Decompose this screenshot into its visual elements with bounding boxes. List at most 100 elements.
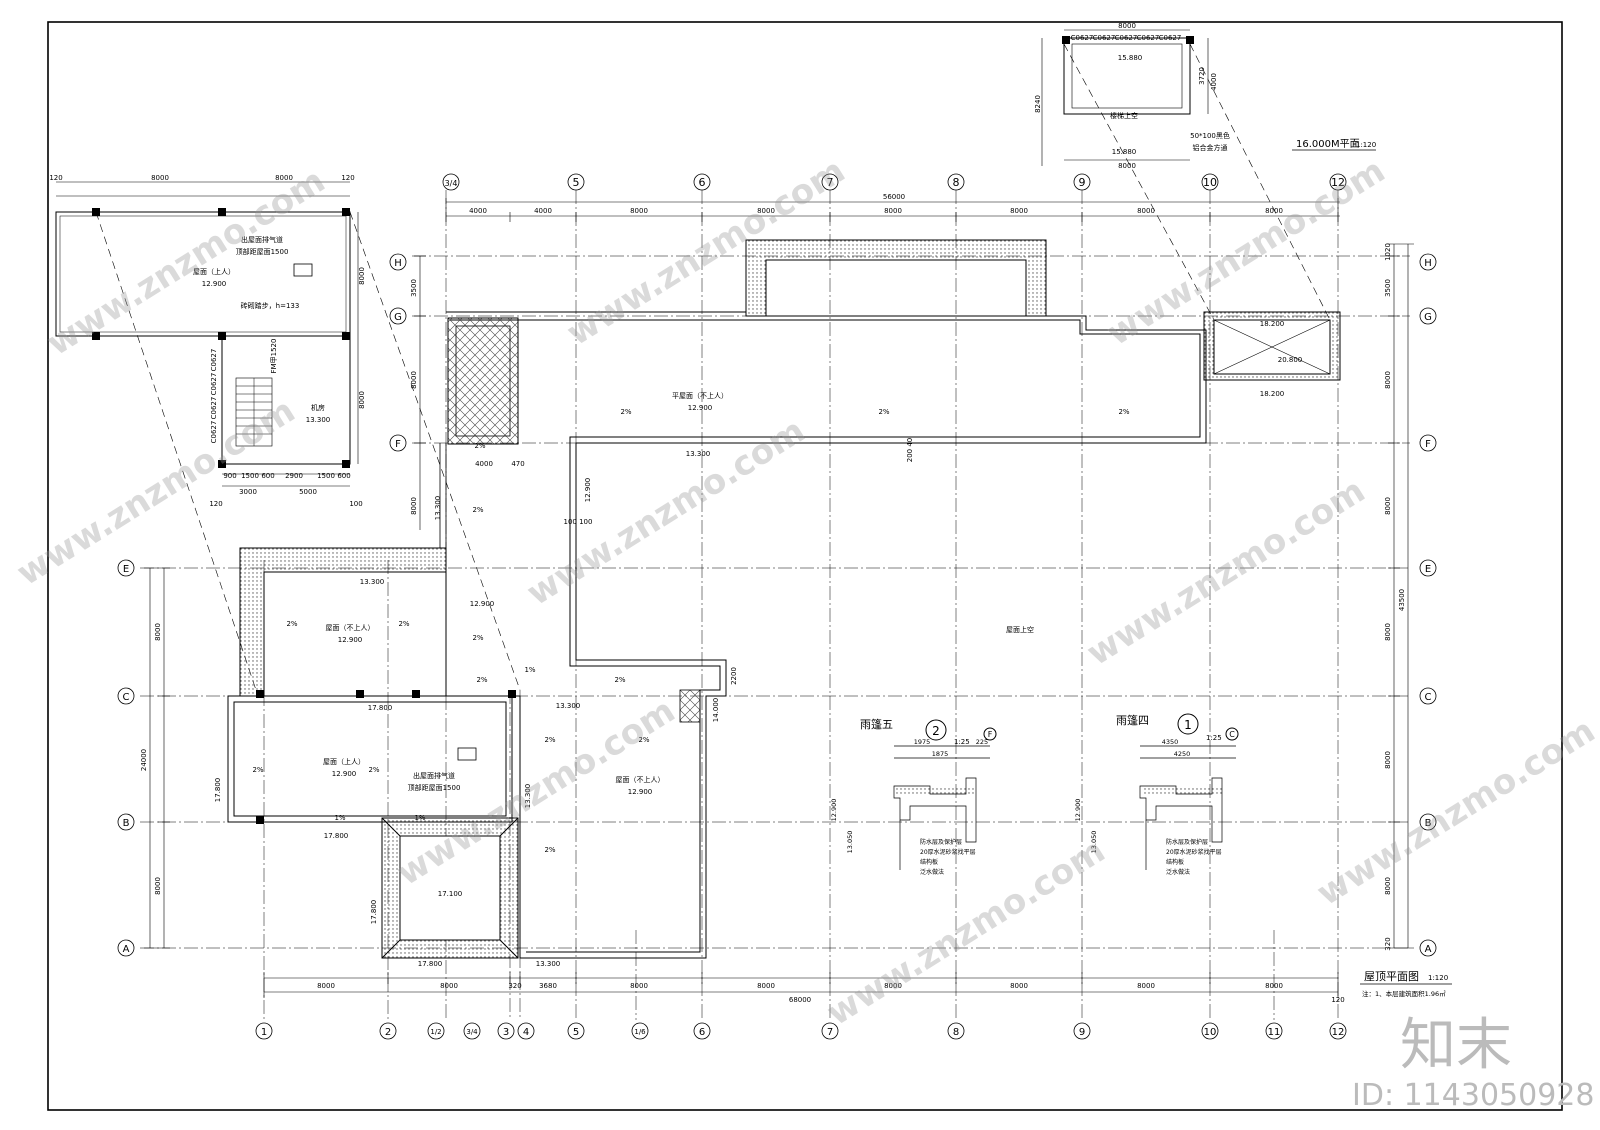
detail-note: 泛水做法 <box>920 868 944 876</box>
dim-2200: 2200 <box>730 667 738 685</box>
columns <box>256 690 516 824</box>
axis-label-top: 8 <box>953 176 960 189</box>
axis-bubble-top <box>821 173 839 191</box>
axis-label-left: H <box>394 258 402 269</box>
dim-right: 320 <box>1384 937 1392 950</box>
top-inset-window: C0627 <box>1093 34 1116 42</box>
dim-bottom-total: 68000 <box>789 996 811 1004</box>
dim-top: 4000 <box>469 207 487 215</box>
slope: 2% <box>544 846 555 854</box>
inset-bottom-dim: 1500 <box>241 472 259 480</box>
slope-1: 1% <box>524 666 535 674</box>
dim-right: 3500 <box>1384 279 1392 297</box>
right-axis <box>1419 253 1437 957</box>
axis-label-bottom: 10 <box>1204 1027 1217 1038</box>
axis-label-bottom: 5 <box>573 1027 579 1038</box>
slope: 2% <box>620 408 631 416</box>
stair-shaft-roof <box>447 317 519 445</box>
left-wing-lower <box>227 695 513 823</box>
inset-bottom-dim: 600 <box>337 472 350 480</box>
dim-bottom: 8000 <box>757 982 775 990</box>
parapet-17800: 17.800 <box>418 960 443 968</box>
axis-label-top: 12 <box>1331 176 1345 189</box>
detail-note: 防水层及保护层 <box>1166 838 1208 846</box>
axis-label-left: A <box>123 944 130 955</box>
slope: 2% <box>614 676 625 684</box>
top-dimension-lines <box>445 198 1340 222</box>
axis-label-right: A <box>1425 944 1432 955</box>
detail-number-bubble <box>925 719 947 741</box>
axis-bubble-right <box>1419 813 1437 831</box>
elev-13300: 13.300 <box>360 578 385 586</box>
dim-left-total: 24000 <box>140 749 148 771</box>
axis-label-right: G <box>1424 312 1432 323</box>
detail-canopy-4: 雨篷四 1 1:25 C 4350 4250 12.900 13.050 防水层… <box>1074 713 1239 876</box>
left-wing-upper <box>239 547 447 697</box>
axis-label-bottom: 8 <box>953 1027 959 1038</box>
top-inset-depth: 8240 <box>1034 95 1042 113</box>
left-dimension-lines <box>144 255 426 949</box>
detail-note: 20厚水泥砂浆找平层 <box>920 848 976 856</box>
dim-bottom: 8000 <box>440 982 458 990</box>
detail-title: 雨篷四 <box>1116 713 1149 727</box>
dim-left: 8000 <box>154 877 162 895</box>
dim-right: 1020 <box>1384 243 1392 261</box>
axis-bubble-bottom <box>379 1022 397 1040</box>
roof-void-label: 屋面上空 <box>1006 625 1034 634</box>
slope: 2% <box>368 766 379 774</box>
axis-label-top: 6 <box>699 176 706 189</box>
axis-bubble-bottom <box>497 1022 515 1040</box>
axis-bubble-right <box>1419 307 1437 325</box>
top-inset-window: C0627 <box>1071 34 1094 42</box>
axis-bubble-bottom <box>1201 1022 1219 1040</box>
detail-elev: 13.050 <box>846 831 854 854</box>
dim-bottom: 320 <box>508 982 521 990</box>
axis-bubble-top <box>442 173 460 191</box>
inset-roof-label: 屋面（上人） <box>193 267 235 276</box>
dim-top: 8000 <box>1010 207 1028 215</box>
lower-parapet-box <box>381 817 519 959</box>
dim-top: 8000 <box>884 207 902 215</box>
elev-12900: 12.900 <box>584 478 592 503</box>
plan-scale: 1:120 <box>1428 974 1448 982</box>
detail-dim: 1875 <box>932 750 949 758</box>
inset-window: C0627 <box>210 397 218 420</box>
axis-bubble-left <box>389 253 407 271</box>
top-inset-window: C0627 <box>1159 34 1182 42</box>
axis-label-top: 10 <box>1203 176 1217 189</box>
axis-bubble-right <box>1419 434 1437 452</box>
vent-symbol <box>457 747 477 761</box>
detail-elev: 13.050 <box>1090 831 1098 854</box>
left-axis <box>117 253 407 957</box>
roof-walk-elev: 12.900 <box>332 770 357 778</box>
inset-bottom-dim: 1500 <box>317 472 335 480</box>
axis-label-bottom: 2 <box>385 1027 391 1038</box>
axis-label-top: 9 <box>1079 176 1086 189</box>
top-inset-rail: 铝合金方通 <box>1193 143 1228 152</box>
stair-roof-elev: 18.200 <box>1260 390 1285 398</box>
main-roof-outline <box>446 311 1207 959</box>
detail-axis: F <box>988 730 993 739</box>
inset-step-label: 砖砌踏步，h=133 <box>241 301 300 310</box>
top-inset-window: C0627 <box>1137 34 1160 42</box>
top-inset-dim: 3720 <box>1198 67 1206 85</box>
axis-bubble-left <box>389 307 407 325</box>
dim-top: 4000 <box>534 207 552 215</box>
top-inset-void: 楼梯上空 <box>1110 111 1138 120</box>
inset-bottom-dim: 600 <box>261 472 274 480</box>
dim-right-total: 43500 <box>1398 589 1406 611</box>
stair-roof-elev: 20.800 <box>1278 356 1303 364</box>
dim-top: 8000 <box>1137 207 1155 215</box>
axis-bubble-top <box>567 173 585 191</box>
detail-note: 防水层及保护层 <box>920 838 962 846</box>
axis-bubble-bottom <box>631 1022 649 1040</box>
axis-bubble-top <box>1073 173 1091 191</box>
axis-label-left: B <box>123 818 130 829</box>
dim-470: 470 <box>511 460 524 468</box>
parapet-17100: 17.100 <box>438 890 463 898</box>
axis-label-right: H <box>1424 258 1432 269</box>
axis-label-bottom: 9 <box>1079 1027 1085 1038</box>
inset-dim: 120 <box>209 500 222 508</box>
detail-number-bubble <box>1177 713 1199 735</box>
inset-dim: 120 <box>341 174 354 182</box>
